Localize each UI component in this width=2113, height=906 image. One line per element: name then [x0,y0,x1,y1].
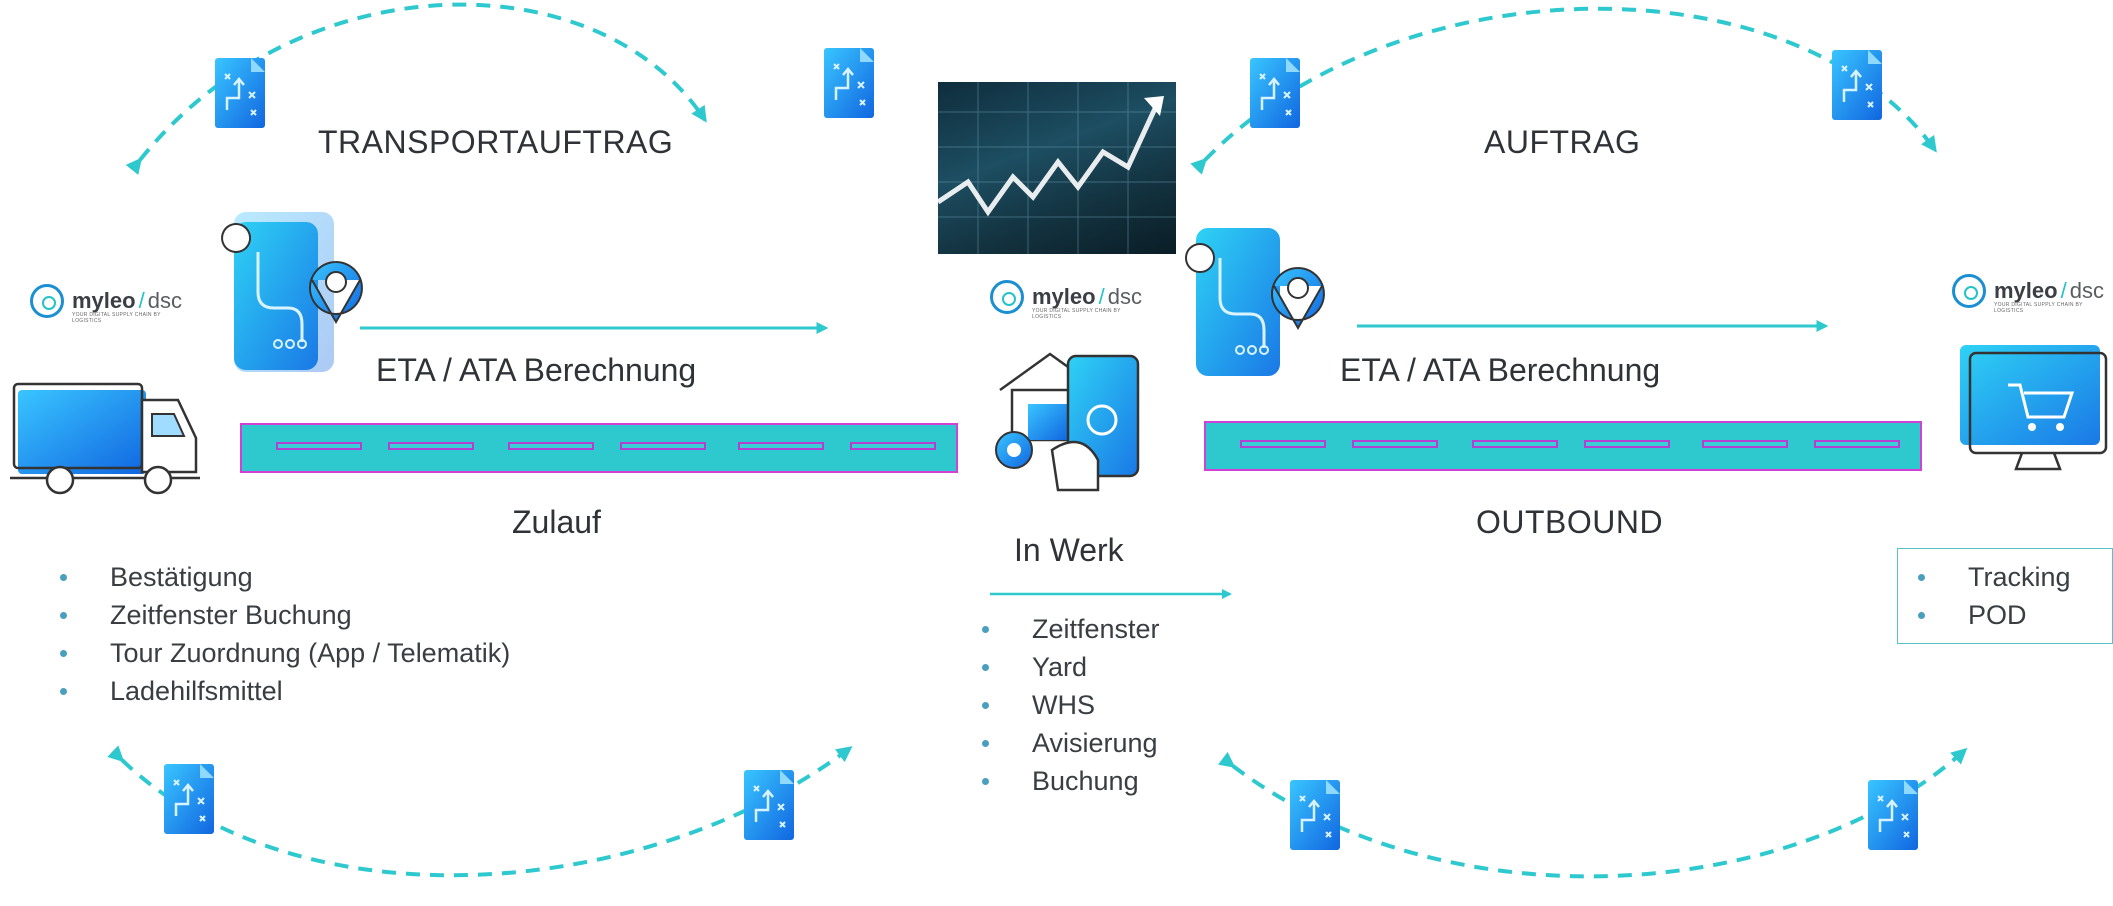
brand-logo: myleo/dsc YOUR DIGITAL SUPPLY CHAIN BY L… [990,280,1142,320]
eta-label-left: ETA / ATA Berechnung [376,352,697,388]
document-icon [213,56,267,130]
auftrag-label: AUFTRAG [1484,124,1641,160]
list-item: WHS [978,686,1160,724]
document-icon [162,762,216,836]
document-icon [1866,778,1920,852]
transportauftrag-label: TRANSPORTAUFTRAG [318,124,674,160]
list-item: Yard [978,648,1160,686]
list-item: Ladehilfsmittel [56,672,510,710]
brand-logo: myleo/dsc YOUR DIGITAL SUPPLY CHAIN BY L… [1952,274,2104,314]
stock-chart-image [938,82,1176,254]
document-icon [1830,48,1884,122]
list-item: Tour Zuordnung (App / Telematik) [56,634,510,672]
eta-label-right: ETA / ATA Berechnung [1340,352,1661,388]
truck-icon [10,382,200,495]
outbound-label: OUTBOUND [1476,504,1664,540]
zulauf-label: Zulauf [512,504,601,540]
phone-location-icon [221,212,363,372]
document-icon [1248,56,1302,130]
document-icon [742,768,796,842]
warehouse-phone-icon [995,352,1140,492]
road-outbound [1204,421,1922,471]
road-zulauf [240,423,958,473]
logo-mark-icon [1952,274,1986,308]
logo-mark-icon [30,284,64,318]
document-icon [822,46,876,120]
in-werk-label: In Werk [1014,532,1124,568]
brand-logo: myleo/dsc YOUR DIGITAL SUPPLY CHAIN BY L… [30,284,182,324]
logo-mark-icon [990,280,1024,314]
list-item: Avisierung [978,724,1160,762]
document-icon [1288,778,1342,852]
list-item: Tracking [1914,558,2071,596]
arc-bottom-left [107,745,853,878]
in-werk-list: Zeitfenster Yard WHS Avisierung Buchung [978,610,1160,800]
list-item: POD [1914,596,2071,634]
arc-bottom-right [1217,747,1968,879]
zulauf-list: Bestätigung Zeitfenster Buchung Tour Zuo… [56,558,510,710]
list-item: Zeitfenster Buchung [56,596,510,634]
computer-cart-icon [1960,345,2108,471]
list-item: Buchung [978,762,1160,800]
list-item: Zeitfenster [978,610,1160,648]
phone-location-icon [1185,228,1325,376]
list-item: Bestätigung [56,558,510,596]
outbound-list: Tracking POD [1914,558,2071,634]
